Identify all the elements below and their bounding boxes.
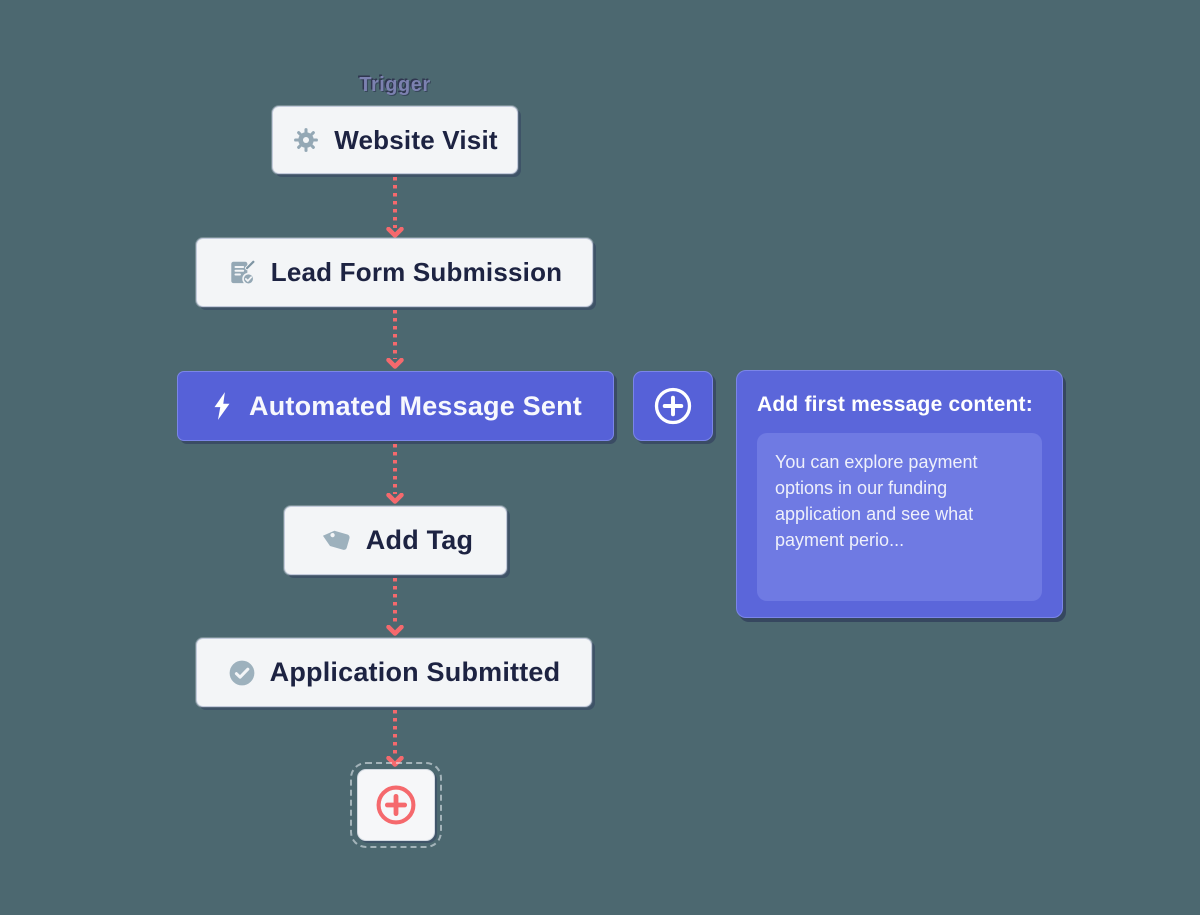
tag-icon (318, 526, 352, 556)
connector-arrow (386, 578, 404, 636)
node-label: Lead Form Submission (270, 257, 563, 287)
connector-arrow (386, 310, 404, 369)
lightning-icon (209, 391, 235, 421)
gear-icon (292, 126, 320, 154)
connector-arrow (386, 177, 404, 238)
node-automated-message-sent[interactable]: Automated Message Sent (177, 371, 614, 441)
trigger-label: Trigger (359, 74, 431, 96)
node-add-tag[interactable]: Add Tag (284, 506, 507, 575)
connector-arrow (386, 444, 404, 504)
node-lead-form-submission[interactable]: Lead Form Submission (196, 238, 593, 307)
plus-circle-icon (651, 384, 695, 428)
connector-arrow (386, 710, 404, 767)
message-preview-box[interactable]: You can explore payment options in our f… (757, 433, 1042, 601)
node-application-submitted[interactable]: Application Submitted (196, 638, 592, 707)
node-website-visit[interactable]: Website Visit (272, 106, 518, 174)
panel-title: Add first message content: (757, 393, 1033, 416)
check-circle-icon (228, 659, 256, 687)
form-check-icon (227, 258, 257, 288)
node-label: Automated Message Sent (249, 390, 582, 421)
add-step-button[interactable] (350, 762, 442, 848)
node-label: Website Visit (334, 124, 498, 155)
add-branch-button[interactable] (633, 371, 713, 441)
node-label: Add Tag (365, 525, 474, 555)
message-content-panel: Add first message content: You can explo… (736, 370, 1063, 618)
plus-circle-icon (372, 781, 420, 829)
node-label: Application Submitted (269, 657, 561, 687)
